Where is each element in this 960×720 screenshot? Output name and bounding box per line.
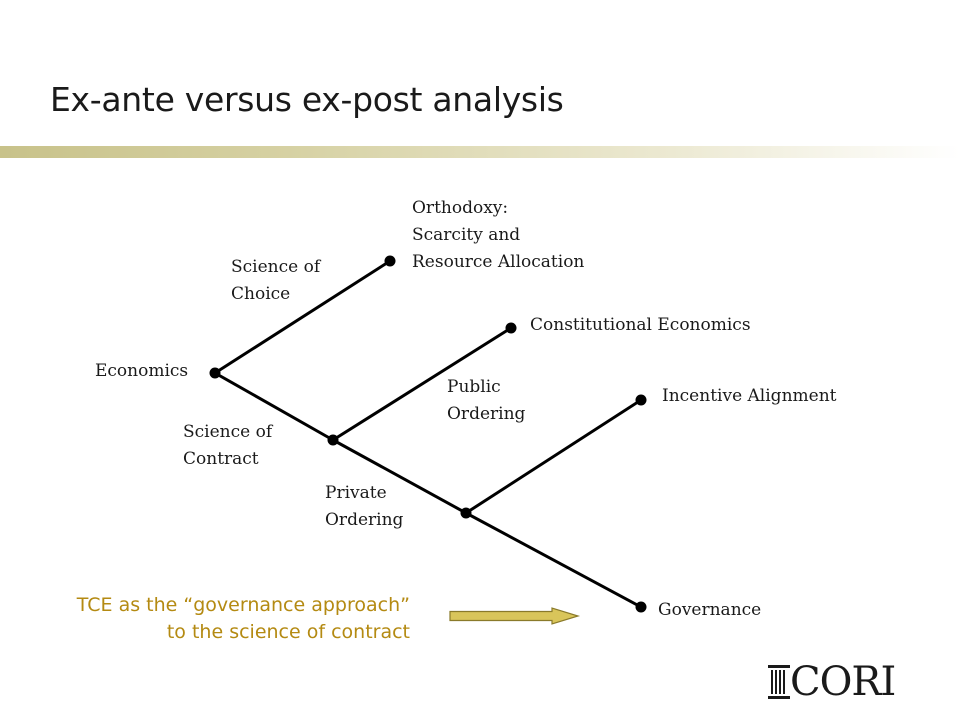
title-underline-bar [0,146,960,158]
logo-text: CORI [790,659,896,705]
node-contract [327,434,339,446]
node-private [460,507,472,519]
tce-note-line1: TCE as the “governance approach” [76,594,410,616]
cori-logo: CORI [768,659,896,705]
slide-title: Ex-ante versus ex-post analysis [50,80,564,119]
label-public-ordering-2: Ordering [447,404,526,424]
label-economics: Economics [95,361,188,381]
edge-economics-contract [214,371,334,442]
edge-contract-private [332,438,467,515]
label-private-ordering-2: Ordering [325,510,404,530]
label-orthodoxy-1: Orthodoxy: [412,198,508,218]
edge-economics-orthodoxy [214,259,391,375]
node-constitutional [505,322,517,334]
label-public-ordering-1: Public [447,377,501,397]
label-governance: Governance [658,600,761,620]
label-science-of-contract-2: Contract [183,449,259,469]
tce-note-line2: to the science of contract [166,621,410,643]
label-science-of-contract-1: Science of [183,422,274,442]
node-governance [635,601,647,613]
label-science-of-choice-2: Choice [231,284,290,304]
label-science-of-choice-1: Science of [231,257,322,277]
edge-private-incentive [465,398,642,515]
label-constitutional-economics: Constitutional Economics [530,315,751,335]
label-orthodoxy-2: Scarcity and [412,225,520,245]
node-economics [209,367,221,379]
column-icon [768,665,790,699]
right-arrow-icon [449,607,581,625]
label-orthodoxy-3: Resource Allocation [412,252,584,272]
tce-note: TCE as the “governance approach” to the … [77,592,410,646]
edge-contract-constitutional [332,326,512,442]
label-incentive-alignment: Incentive Alignment [662,386,837,406]
node-orthodoxy [384,255,396,267]
node-incentive [635,394,647,406]
label-private-ordering-1: Private [325,483,387,503]
edge-private-governance [465,511,642,609]
